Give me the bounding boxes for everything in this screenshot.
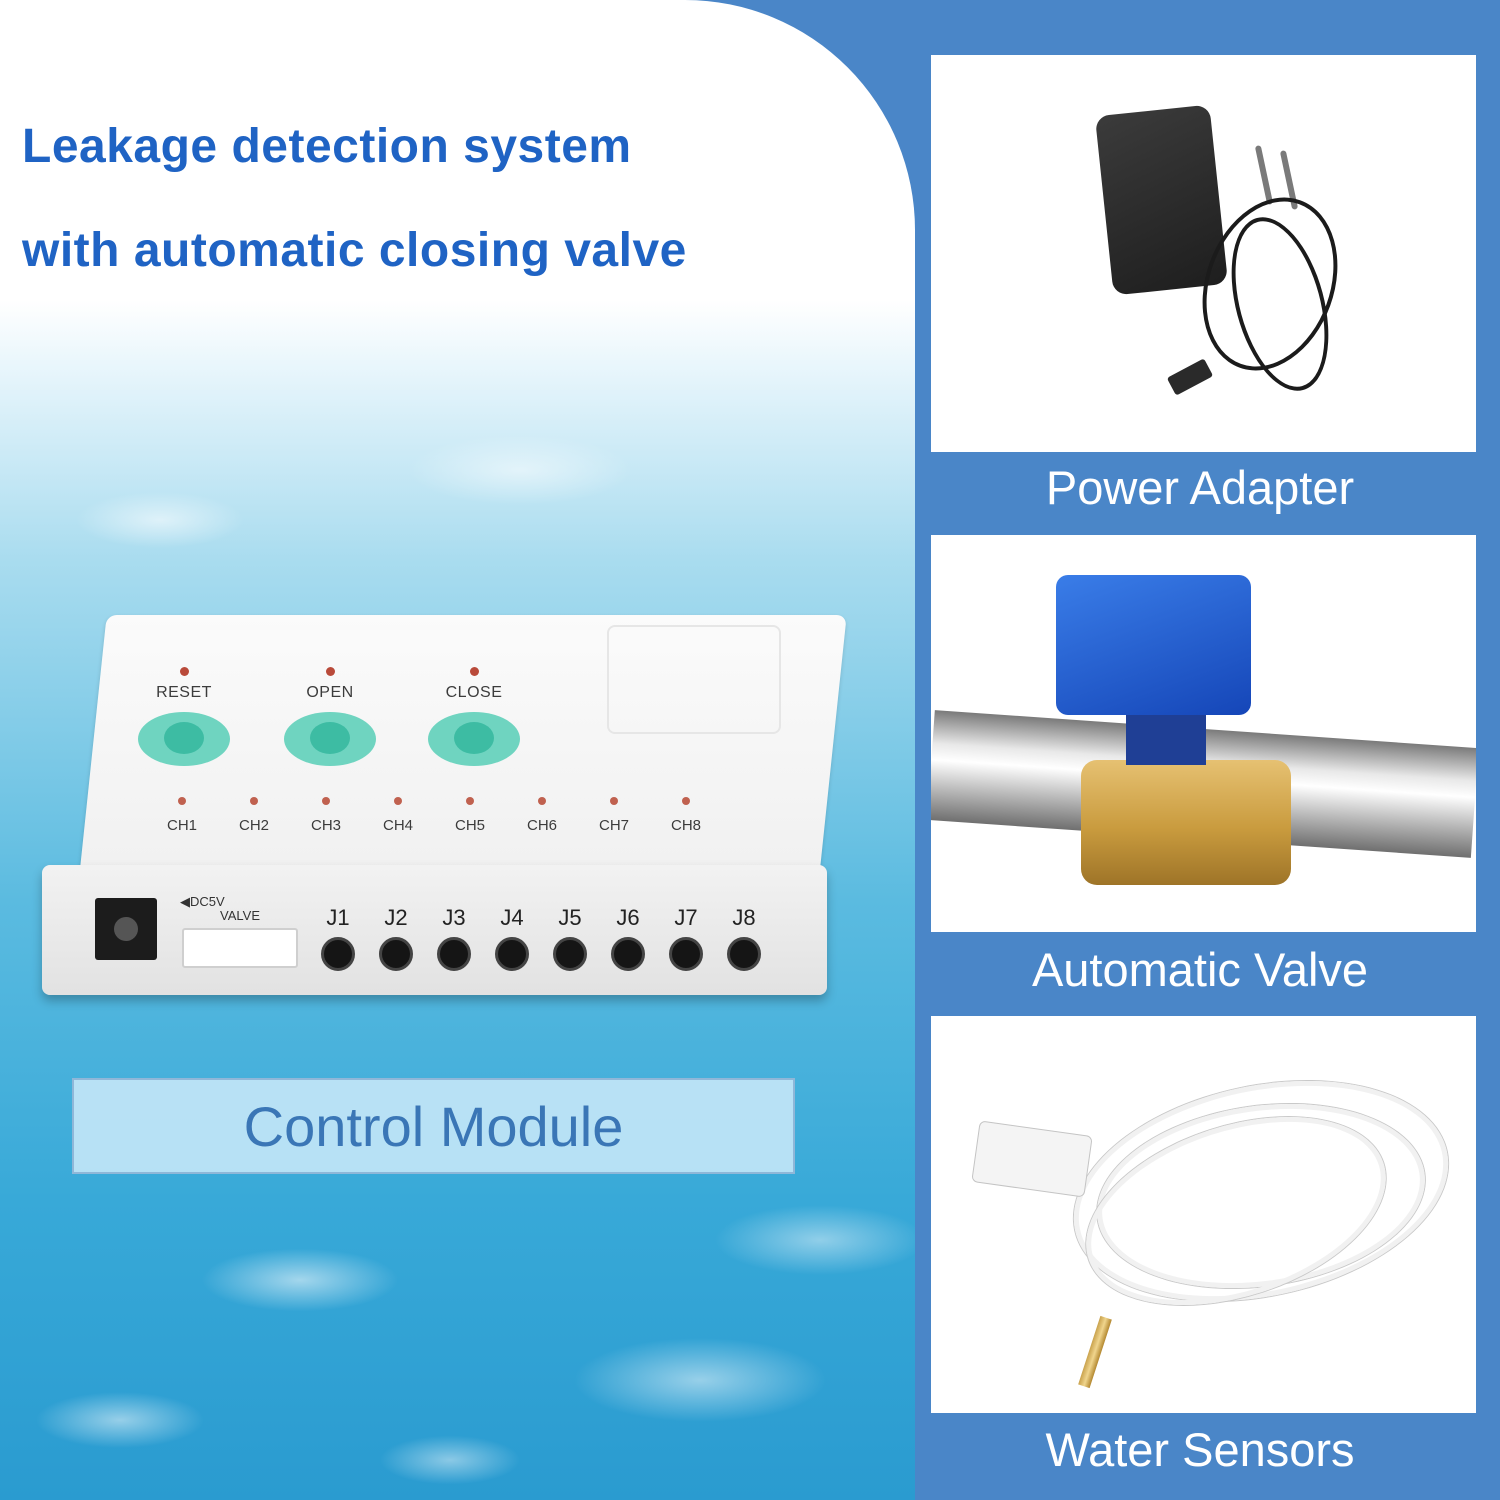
jack-port[interactable] (727, 937, 761, 971)
jack-port[interactable] (321, 937, 355, 971)
jack-port[interactable] (379, 937, 413, 971)
channel-led (250, 797, 258, 805)
automatic-valve-caption: Automatic Valve (1031, 943, 1369, 996)
channel-label: CH1 (166, 817, 197, 834)
automatic-valve-image (1056, 575, 1251, 715)
headline-line-1: Leakage detection system (22, 120, 632, 173)
channel-label: CH5 (454, 817, 485, 834)
water-sensor-caption: Water Sensors (1045, 1423, 1355, 1476)
channel-led (610, 797, 618, 805)
jack-label: J1 (326, 905, 350, 930)
device-logo-emboss (607, 625, 781, 734)
channel-indicator: CH8 (661, 797, 711, 834)
channel-led (394, 797, 402, 805)
open-button[interactable] (284, 712, 376, 766)
jack-port[interactable] (669, 937, 703, 971)
channel-label: CH8 (670, 817, 701, 834)
channel-indicator: CH1 (157, 797, 207, 834)
channel-label: CH4 (382, 817, 413, 834)
jack-label: J2 (384, 905, 408, 930)
reset-led (179, 667, 189, 676)
jack-label: J4 (500, 905, 524, 930)
channel-led (466, 797, 474, 805)
actuator-base (1126, 705, 1206, 765)
valve-label-text: VALVE (220, 908, 260, 923)
reset-button[interactable] (138, 712, 230, 766)
brass-valve-body (1081, 760, 1291, 885)
sensor-jack: J7 (664, 905, 708, 971)
channel-indicator: CH7 (589, 797, 639, 834)
audio-jack-plug (1078, 1315, 1112, 1389)
sensor-jack: J5 (548, 905, 592, 971)
sensor-jack: J6 (606, 905, 650, 971)
dc-plug-tip (1166, 358, 1214, 396)
channel-led (178, 797, 186, 805)
channel-indicator: CH3 (301, 797, 351, 834)
jack-label: J5 (558, 905, 582, 930)
channel-led (322, 797, 330, 805)
adapter-prong (1254, 145, 1274, 205)
open-label: OPEN (306, 684, 354, 701)
channel-label: CH2 (238, 817, 269, 834)
sensor-jack: J4 (490, 905, 534, 971)
power-adapter-card (931, 55, 1476, 452)
sensor-jack: J8 (722, 905, 766, 971)
device-front-face (42, 865, 827, 995)
automatic-valve-card (931, 535, 1476, 932)
jack-port[interactable] (495, 937, 529, 971)
sensor-jack: J1 (316, 905, 360, 971)
channel-led (682, 797, 690, 805)
page-headline: Leakage detection system with automatic … (22, 95, 687, 303)
jack-label: J7 (674, 905, 698, 930)
control-module-device: RESET OPEN CLOSE CH1 CH2 CH3 CH4 CH5 CH6… (42, 615, 847, 1005)
channel-label: CH7 (598, 817, 629, 834)
headline-line-2: with automatic closing valve (22, 224, 687, 277)
channel-label: CH3 (310, 817, 341, 834)
close-led (469, 667, 479, 676)
channel-indicator: CH2 (229, 797, 279, 834)
close-control: CLOSE (424, 667, 524, 766)
channel-indicator: CH6 (517, 797, 567, 834)
channel-led (538, 797, 546, 805)
water-sensor-image (971, 1120, 1093, 1198)
close-label: CLOSE (445, 684, 503, 701)
jack-label: J6 (616, 905, 640, 930)
water-sensor-card (931, 1016, 1476, 1413)
sensor-jack: J3 (432, 905, 476, 971)
open-led (325, 667, 335, 676)
channel-indicator: CH4 (373, 797, 423, 834)
dc-label-text: ◀DC5V (180, 894, 225, 909)
close-button[interactable] (428, 712, 520, 766)
control-module-caption: Control Module (72, 1078, 795, 1174)
dc-valve-label: ◀DC5V VALVE (180, 895, 260, 923)
reset-label: RESET (156, 684, 212, 701)
jack-label: J8 (732, 905, 756, 930)
sensor-jack: J2 (374, 905, 418, 971)
jack-port[interactable] (553, 937, 587, 971)
jack-port[interactable] (611, 937, 645, 971)
open-control: OPEN (280, 667, 380, 766)
power-adapter-caption: Power Adapter (1045, 461, 1355, 514)
jack-port[interactable] (437, 937, 471, 971)
dc-power-jack[interactable] (95, 898, 157, 960)
reset-control: RESET (134, 667, 234, 766)
valve-connector-port[interactable] (182, 928, 298, 968)
channel-indicator: CH5 (445, 797, 495, 834)
channel-label: CH6 (526, 817, 557, 834)
jack-label: J3 (442, 905, 466, 930)
